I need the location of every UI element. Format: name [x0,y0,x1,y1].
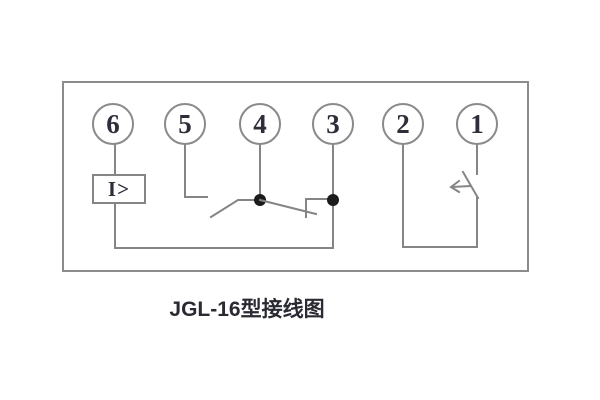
terminal-2-label: 2 [396,108,410,139]
terminal-5-label: 5 [178,108,192,139]
terminal-5-wire [184,142,208,198]
terminal-5: 5 [164,103,206,145]
diagram-border [62,81,529,272]
terminal-3-label: 3 [326,108,340,139]
terminal-3: 3 [312,103,354,145]
terminal-4: 4 [239,103,281,145]
terminal-6-label: 6 [106,108,120,139]
terminal-4-label: 4 [253,108,267,139]
diagram-caption: JGL-16型接线图 [169,298,325,321]
operation-direction-arrow-icon [449,179,472,194]
overcurrent-element-label: I> [107,176,131,201]
no-contact-symbol [209,199,261,219]
terminal-2: 2 [382,103,424,145]
terminal-1: 1 [456,103,498,145]
terminal-2-wire [402,142,478,248]
terminal-1-label: 1 [470,108,484,139]
terminal-6: 6 [92,103,134,145]
overcurrent-element-box [92,174,146,204]
nc-contact-symbol [258,198,334,218]
junction-dot-3 [327,194,339,206]
